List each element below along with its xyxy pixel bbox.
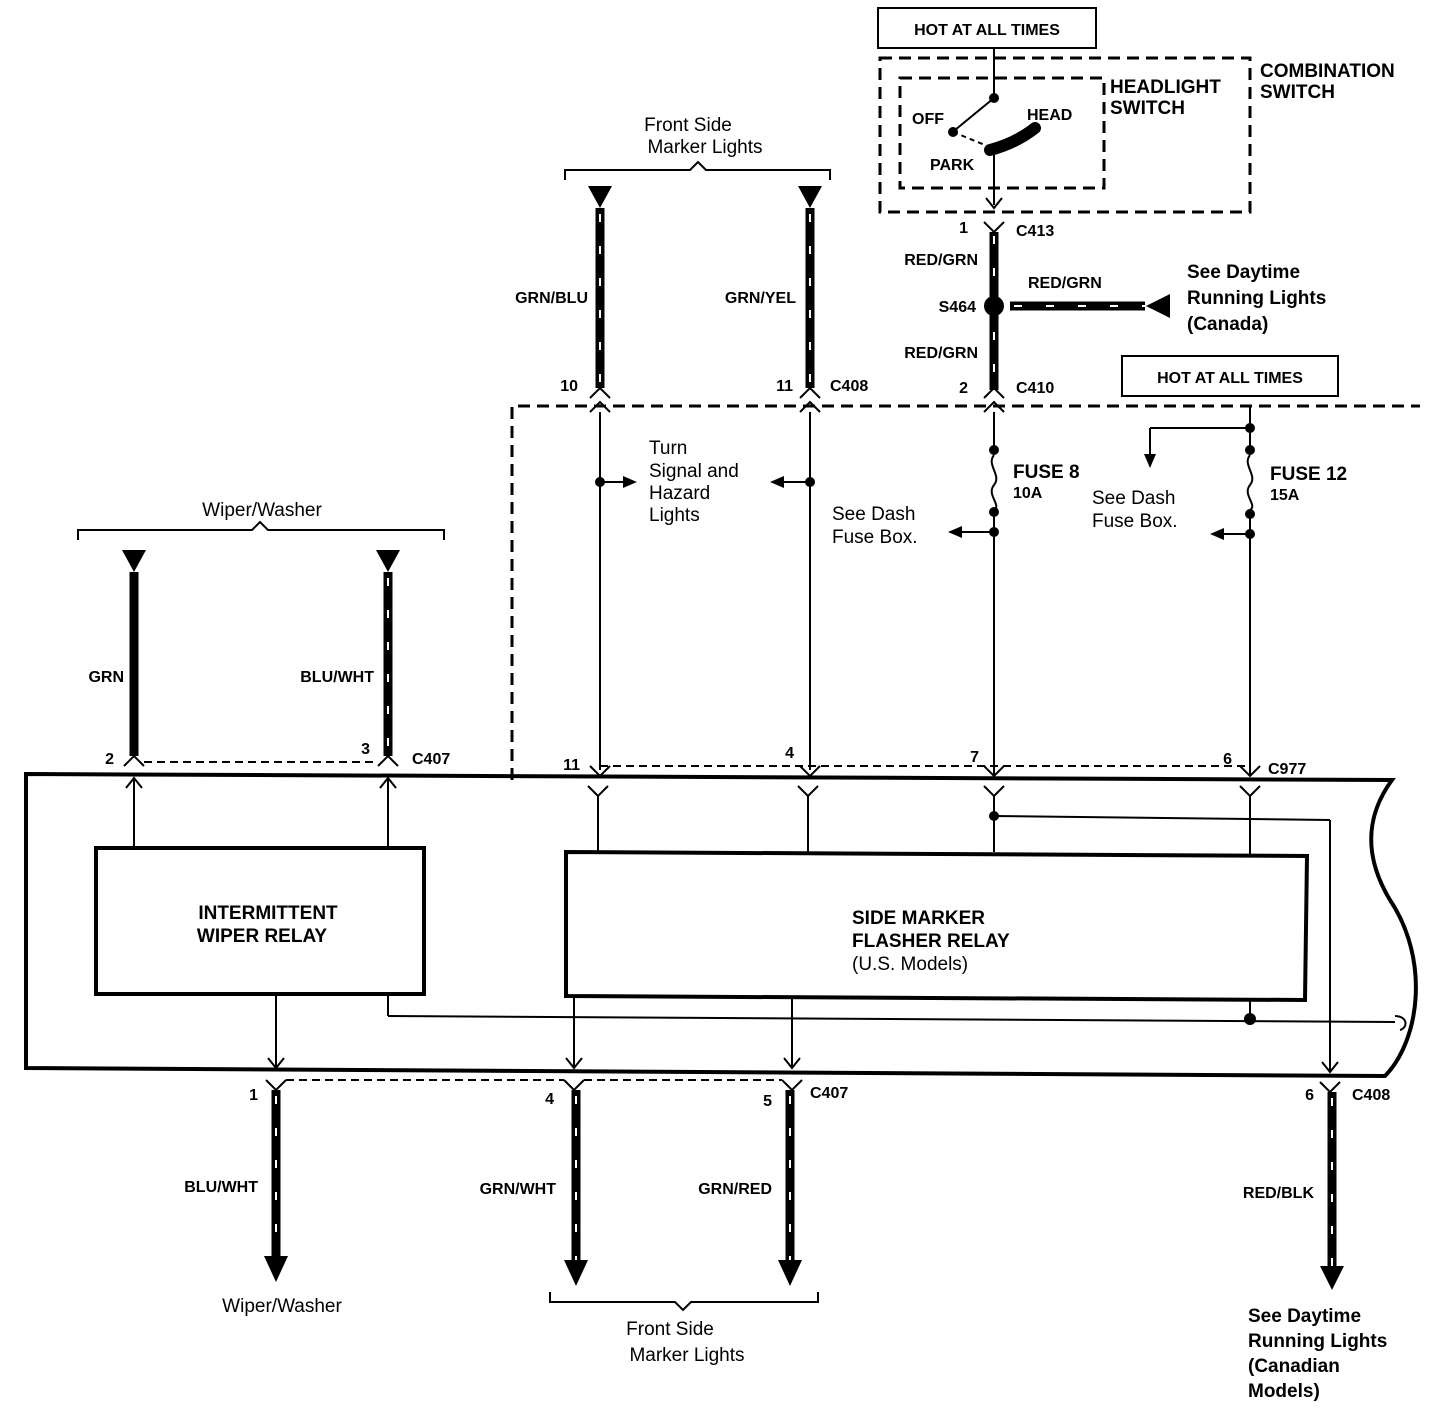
connector-c977-label: C977: [1268, 761, 1306, 778]
pin-label: 1: [249, 1087, 258, 1104]
hot-at-all-times-box-1: HOT AT ALL TIMES: [877, 7, 1097, 49]
headlight-switch-label: HEADLIGHT: [1110, 77, 1221, 98]
wire-blu-wht-top: [376, 550, 400, 767]
see-dash-fuse-box-label: See Dash: [832, 504, 915, 525]
turn-signal-branches: [595, 412, 815, 770]
pin-label: 10: [560, 378, 578, 395]
wiper-washer-label: Wiper/Washer: [202, 500, 322, 521]
see-drl-canadian-label-2: Running Lights: [1248, 1331, 1387, 1352]
side-marker-flasher-relay-label-2: FLASHER RELAY: [852, 931, 1010, 952]
fuse-8-label: FUSE 8: [1013, 462, 1080, 483]
front-side-marker-lights-label-2: Marker Lights: [629, 1345, 744, 1366]
side-marker-flasher-relay-label: SIDE MARKER: [852, 908, 985, 929]
fuse-8-column: [948, 412, 999, 776]
front-side-marker-lights-label: Front Side: [626, 1319, 714, 1340]
wire-color-label: BLU/WHT: [300, 669, 374, 686]
turn-signal-label-3: Hazard: [649, 483, 710, 504]
front-side-bottom-brace: [549, 1292, 819, 1312]
wire-color-label: GRN/RED: [698, 1181, 772, 1198]
wire-color-label: GRN/YEL: [725, 290, 796, 307]
wire-grn-red: [778, 1079, 803, 1286]
connector-c407-label: C407: [810, 1085, 848, 1102]
see-drl-canada-label-3: (Canada): [1187, 314, 1268, 335]
pin-label: 1: [959, 220, 968, 237]
see-drl-canadian-label-4: Models): [1248, 1381, 1320, 1402]
connector-c407-label: C407: [412, 751, 450, 768]
see-drl-canadian-label-3: (Canadian: [1248, 1356, 1340, 1377]
fuse-12-column: [1144, 406, 1255, 776]
c977-pins: [587, 765, 1261, 798]
connector-c413-label: C413: [1016, 223, 1054, 240]
wire-grn-blu: [588, 186, 612, 413]
wire-blu-wht-bottom: [264, 1079, 288, 1282]
wire-color-label: RED/GRN: [904, 345, 978, 362]
see-drl-canadian-label: See Daytime: [1248, 1306, 1361, 1327]
splice-s464: [984, 296, 1004, 316]
pin-label: 7: [970, 749, 979, 766]
wire-color-label: BLU/WHT: [184, 1179, 258, 1196]
wire-grn-wht: [563, 1079, 588, 1286]
fuse-12-rating: 15A: [1270, 487, 1300, 504]
intermittent-wiper-relay-label-2: WIPER RELAY: [197, 926, 328, 947]
connector-c410-label: C410: [1016, 380, 1054, 397]
pin-label: 11: [776, 378, 793, 395]
wire-color-label: GRN: [88, 669, 124, 686]
connector-c408-label: C408: [1352, 1087, 1390, 1104]
relay-box-housing: [24, 771, 1418, 1079]
turn-signal-label-4: Lights: [649, 505, 700, 526]
connector-c408-label: C408: [830, 378, 868, 395]
wire-grn-yel: [798, 186, 822, 413]
pin-label: 11: [563, 757, 580, 774]
combination-switch: OFF HEAD PARK HEADLIGHT SWITCH: [878, 48, 1252, 214]
see-dash-fuse-box-label: See Dash: [1092, 488, 1175, 509]
front-side-top-brace: [564, 160, 831, 180]
wire-red-grn-horizontal: [1010, 294, 1170, 318]
wire-color-label: GRN/BLU: [515, 290, 588, 307]
wiper-washer-top-brace: [77, 520, 445, 540]
pin-label: 3: [361, 741, 370, 758]
pin-label: 4: [545, 1091, 554, 1108]
intermittent-wiper-relay: INTERMITTENT WIPER RELAY: [94, 846, 426, 996]
side-marker-flasher-relay-label-3: (U.S. Models): [852, 954, 968, 975]
wire-color-label: RED/BLK: [1243, 1185, 1315, 1202]
pin-label: 2: [105, 751, 114, 768]
park-label: PARK: [930, 157, 975, 174]
wiper-washer-label: Wiper/Washer: [222, 1296, 342, 1317]
wire-color-label: GRN/WHT: [480, 1181, 557, 1198]
head-label: HEAD: [1027, 107, 1072, 124]
splice-label: S464: [939, 299, 976, 316]
off-label: OFF: [912, 111, 944, 128]
wire-red-grn-vertical: [983, 221, 1005, 413]
hot-at-all-times-label: HOT AT ALL TIMES: [914, 22, 1060, 39]
wire-color-label: RED/GRN: [904, 252, 978, 269]
combination-switch-label-2: SWITCH: [1260, 82, 1335, 103]
side-marker-flasher-relay: SIDE MARKER FLASHER RELAY (U.S. Models): [564, 849, 1310, 1003]
intermittent-wiper-relay-label: INTERMITTENT: [198, 903, 338, 924]
fuse-12-label: FUSE 12: [1270, 464, 1347, 485]
see-dash-fuse-box-label-2: Fuse Box.: [1092, 511, 1178, 532]
pin-label: 2: [959, 380, 968, 397]
fuse-box-outline: [510, 404, 1420, 780]
wire-color-label: RED/GRN: [1028, 275, 1102, 292]
pin-label: 5: [763, 1093, 772, 1110]
see-dash-fuse-box-label-2: Fuse Box.: [832, 527, 918, 548]
hot-at-all-times-box-2: HOT AT ALL TIMES: [1121, 355, 1339, 397]
turn-signal-label: Turn: [649, 438, 687, 459]
pin-label: 6: [1223, 751, 1232, 768]
combination-switch-label: COMBINATION: [1260, 61, 1395, 82]
pin-label: 4: [785, 745, 794, 762]
turn-signal-label-2: Signal and: [649, 461, 739, 482]
pin-label: 6: [1305, 1087, 1314, 1104]
headlight-switch-label-2: SWITCH: [1110, 98, 1185, 119]
front-side-marker-lights-label: Front Side: [644, 115, 732, 136]
housing-internal-wiring: [125, 776, 1407, 1074]
wire-grn: [122, 550, 146, 767]
see-drl-canada-label: See Daytime: [1187, 262, 1300, 283]
fuse-8-rating: 10A: [1013, 485, 1043, 502]
wire-red-blk: [1319, 1081, 1344, 1290]
hot-at-all-times-label: HOT AT ALL TIMES: [1157, 370, 1303, 387]
see-drl-canada-label-2: Running Lights: [1187, 288, 1326, 309]
front-side-marker-lights-label-2: Marker Lights: [647, 137, 762, 158]
